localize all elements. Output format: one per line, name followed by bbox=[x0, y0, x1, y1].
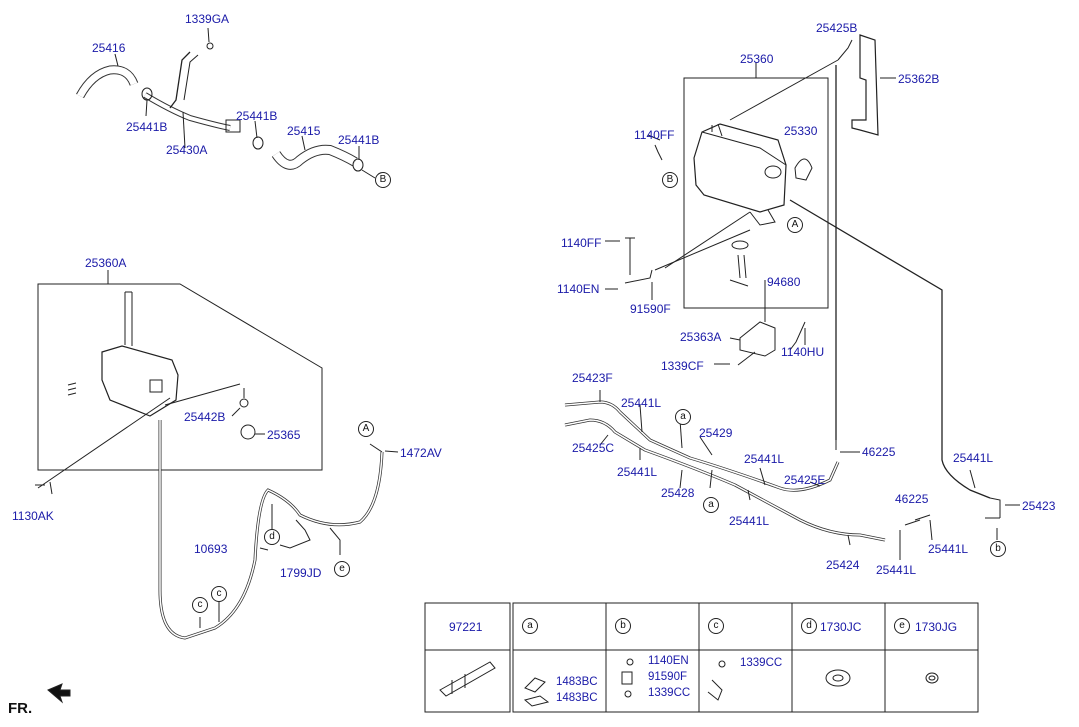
callout-c: c bbox=[211, 586, 227, 602]
label-25428: 25428 bbox=[661, 486, 695, 500]
legend-1730JC-label: 1730JC bbox=[820, 620, 862, 634]
hose-25415 bbox=[271, 144, 358, 170]
label-91590F: 91590F bbox=[630, 302, 671, 316]
label-25360: 25360 bbox=[740, 52, 774, 66]
label-25425B: 25425B bbox=[816, 21, 858, 35]
legend-b-part-1: 1140EN bbox=[648, 655, 689, 667]
label-1799JD: 1799JD bbox=[280, 566, 322, 580]
callout-e: e bbox=[334, 561, 350, 577]
label-46225: 46225 bbox=[895, 492, 929, 506]
label-1140EN: 1140EN bbox=[557, 282, 600, 296]
legend-callout-b: b bbox=[615, 618, 631, 634]
front-direction-label: FR. bbox=[8, 700, 33, 717]
pipe-25430A bbox=[143, 51, 241, 133]
callout-c: c bbox=[192, 597, 208, 613]
label-1140FF: 1140FF bbox=[634, 128, 675, 142]
label-1339CF: 1339CF bbox=[661, 359, 704, 373]
callout-a: a bbox=[703, 497, 719, 513]
callout-a: a bbox=[675, 409, 691, 425]
reservoir-25360 bbox=[693, 123, 813, 226]
legend-97221-box bbox=[424, 602, 511, 713]
legend-callout-c: c bbox=[708, 618, 724, 634]
callout-A: A bbox=[787, 217, 803, 233]
label-1472AV: 1472AV bbox=[400, 446, 442, 460]
box-25360 bbox=[683, 77, 829, 309]
label-25365: 25365 bbox=[267, 428, 301, 442]
hose-25416 bbox=[76, 65, 139, 99]
callout-B: B bbox=[375, 172, 391, 188]
callout-b: b bbox=[990, 541, 1006, 557]
label-25416: 25416 bbox=[92, 41, 126, 55]
label-25441L: 25441L bbox=[621, 396, 662, 410]
callout-d: d bbox=[264, 529, 280, 545]
legend-callout-d: d bbox=[801, 618, 817, 634]
legend-97221-label: 97221 bbox=[449, 620, 483, 634]
label-1140FF: 1140FF bbox=[561, 236, 602, 250]
callout-A: A bbox=[358, 421, 374, 437]
legend-callout-e: e bbox=[894, 618, 910, 634]
label-25330: 25330 bbox=[784, 124, 818, 138]
label-25441L: 25441L bbox=[729, 514, 770, 528]
label-25423: 25423 bbox=[1022, 499, 1056, 513]
label-25441L: 25441L bbox=[876, 563, 917, 577]
label-25442B: 25442B bbox=[184, 410, 226, 424]
label-25363A: 25363A bbox=[680, 330, 722, 344]
box-25360A bbox=[37, 283, 323, 471]
label-1130AK: 1130AK bbox=[12, 509, 54, 523]
legend-a-part-1: 1483BC bbox=[556, 676, 598, 688]
label-25430A: 25430A bbox=[166, 143, 208, 157]
label-25362B: 25362B bbox=[898, 72, 940, 86]
label-25441B: 25441B bbox=[126, 120, 168, 134]
reservoir-25360A bbox=[67, 291, 179, 417]
label-25441L: 25441L bbox=[617, 465, 658, 479]
label-1339GA: 1339GA bbox=[185, 12, 230, 26]
legend-table bbox=[512, 602, 979, 713]
label-1140HU: 1140HU bbox=[781, 345, 825, 359]
label-25425C: 25425C bbox=[572, 441, 615, 455]
label-25424: 25424 bbox=[826, 558, 860, 572]
label-25429: 25429 bbox=[699, 426, 733, 440]
label-25441B: 25441B bbox=[338, 133, 380, 147]
label-25441L: 25441L bbox=[928, 542, 969, 556]
label-25441L: 25441L bbox=[953, 451, 994, 465]
legend-callout-a: a bbox=[522, 618, 538, 634]
label-94680: 94680 bbox=[767, 275, 801, 289]
legend-b-part-3: 1339CC bbox=[648, 687, 691, 699]
legend-a-part-2: 1483BC bbox=[556, 692, 598, 704]
label-46225: 46225 bbox=[862, 445, 896, 459]
legend-b-part-2: 91590F bbox=[648, 671, 688, 683]
label-10693: 10693 bbox=[194, 542, 228, 556]
label-25441L: 25441L bbox=[744, 452, 785, 466]
label-25360A: 25360A bbox=[85, 256, 127, 270]
label-25423F: 25423F bbox=[572, 371, 613, 385]
label-25425E: 25425E bbox=[784, 473, 826, 487]
legend-1730JG-label: 1730JG bbox=[915, 620, 958, 634]
legend-c-part-1: 1339CC bbox=[740, 657, 783, 669]
label-25441B: 25441B bbox=[236, 109, 278, 123]
label-25415: 25415 bbox=[287, 124, 321, 138]
callout-B: B bbox=[662, 172, 678, 188]
